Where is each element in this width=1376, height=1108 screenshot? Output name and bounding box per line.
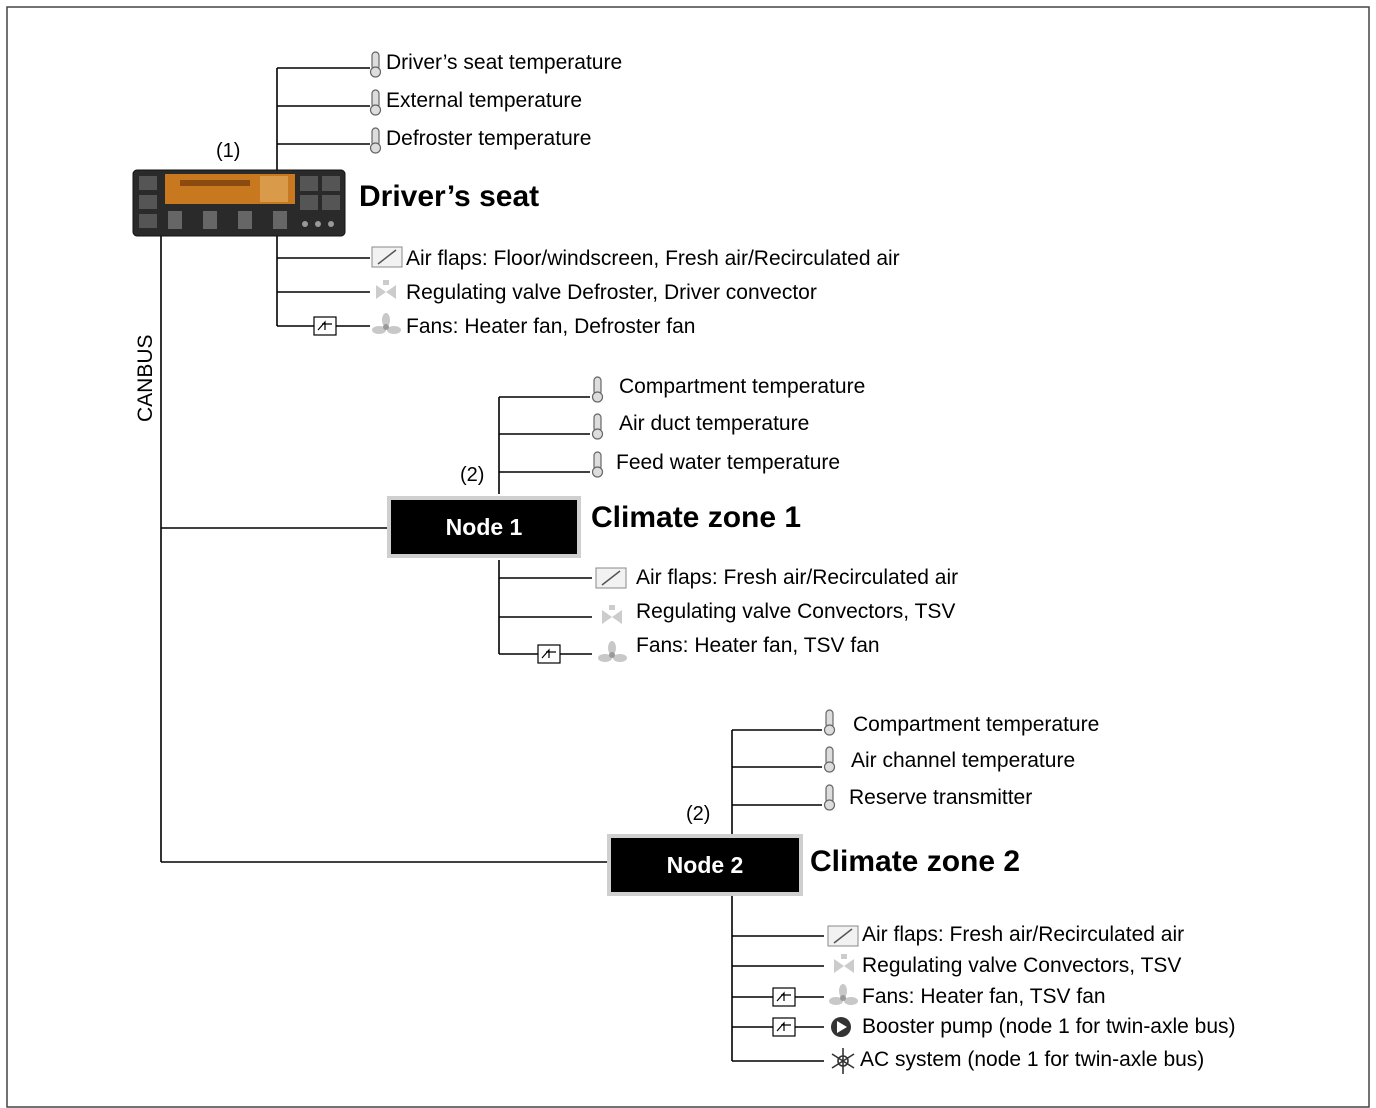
- relay-icon: [772, 987, 796, 1007]
- driver-sensor-label: Defroster temperature: [386, 127, 592, 150]
- thermometer-icon: [591, 451, 604, 478]
- driver-heading: Driver’s seat: [359, 180, 540, 213]
- zone2-sensor-label: Air channel temperature: [851, 749, 1076, 772]
- zone2-heading: Climate zone 2: [810, 845, 1021, 878]
- control-panel-icon: [132, 169, 346, 237]
- zone2-actuator-label: Regulating valve Convectors, TSV: [862, 954, 1182, 977]
- relay-icon: [313, 316, 337, 336]
- thermometer-icon: [591, 413, 604, 440]
- zone1-actuator-label: Air flaps: Fresh air/Recirculated air: [636, 566, 959, 589]
- zone1-actuator-label: Regulating valve Convectors, TSV: [636, 600, 956, 623]
- zone1-sensor-label: Air duct temperature: [619, 412, 810, 435]
- driver-sensor-label: External temperature: [386, 89, 583, 112]
- thermometer-icon: [591, 376, 604, 403]
- zone2-actuator-label: Booster pump (node 1 for twin-axle bus): [862, 1015, 1236, 1038]
- valve-icon: [602, 605, 622, 624]
- zone2-actuator-label: Fans: Heater fan, TSV fan: [862, 985, 1106, 1008]
- diagram-frame: [6, 6, 1370, 1108]
- thermometer-icon: [369, 51, 382, 78]
- valve-icon: [834, 954, 854, 973]
- zone2-sensor-label: Compartment temperature: [853, 713, 1100, 736]
- driver-marker: (1): [216, 140, 241, 162]
- driver-actuator-label: Air flaps: Floor/windscreen, Fresh air/R…: [406, 247, 900, 270]
- zone2-marker: (2): [686, 803, 711, 825]
- snowflake-icon: [831, 1048, 855, 1074]
- thermometer-icon: [369, 127, 382, 154]
- relay-icon: [772, 1017, 796, 1037]
- air-flap-icon: [827, 925, 859, 947]
- zone2-actuator-label: Air flaps: Fresh air/Recirculated air: [862, 923, 1185, 946]
- pump-icon: [831, 1017, 851, 1037]
- thermometer-icon: [823, 784, 836, 811]
- relay-icon: [537, 644, 561, 664]
- fan-icon: [372, 313, 401, 334]
- driver-actuator-label: Fans: Heater fan, Defroster fan: [406, 315, 696, 338]
- zone2-actuator-label: AC system (node 1 for twin-axle bus): [860, 1048, 1205, 1071]
- zone1-marker: (2): [460, 464, 485, 486]
- zone1-sensor-label: Feed water temperature: [616, 451, 841, 474]
- air-flap-icon: [371, 246, 403, 268]
- valve-icon: [376, 280, 396, 299]
- driver-sensor-label: Driver’s seat temperature: [386, 51, 623, 74]
- fan-icon: [829, 984, 858, 1005]
- thermometer-icon: [369, 89, 382, 116]
- zone1-heading: Climate zone 1: [591, 501, 802, 534]
- air-flap-icon: [595, 567, 627, 589]
- fan-icon: [598, 641, 627, 662]
- node-1-box: Node 1: [387, 496, 581, 558]
- zone1-actuator-label: Fans: Heater fan, TSV fan: [636, 634, 880, 657]
- thermometer-icon: [823, 746, 836, 773]
- zone1-sensor-label: Compartment temperature: [619, 375, 866, 398]
- driver-actuator-label: Regulating valve Defroster, Driver conve…: [406, 281, 817, 304]
- zone2-sensor-label: Reserve transmitter: [849, 786, 1033, 809]
- node-2-box: Node 2: [607, 834, 803, 896]
- thermometer-icon: [823, 709, 836, 736]
- canbus-label: CANBUS: [134, 334, 157, 422]
